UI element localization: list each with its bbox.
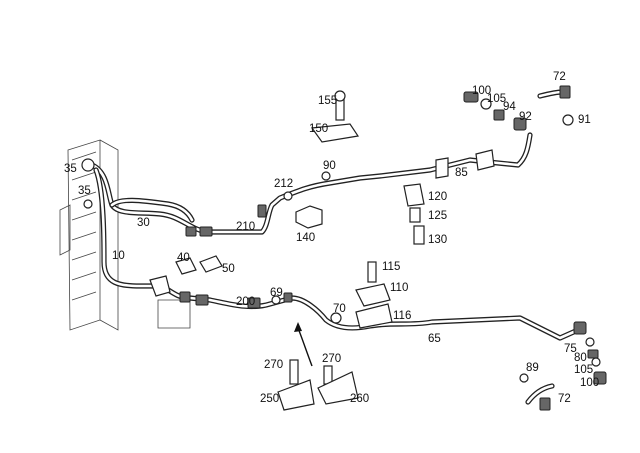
callout-40: 40: [177, 252, 190, 264]
callout-35-mid: 35: [78, 185, 91, 197]
callout-72-top: 72: [553, 71, 566, 83]
callout-80: 80: [574, 352, 587, 364]
callout-94: 94: [503, 101, 516, 113]
callout-130: 130: [428, 234, 447, 246]
flow-arrow: [294, 322, 313, 367]
callout-100-lower: 100: [580, 377, 599, 389]
callout-210: 210: [236, 221, 255, 233]
callout-250: 250: [260, 393, 279, 405]
callout-115: 115: [382, 261, 400, 273]
callout-69: 69: [270, 287, 283, 299]
callout-200: 200: [236, 296, 255, 308]
callout-50: 50: [222, 263, 235, 275]
callout-35-top: 35: [64, 163, 77, 175]
callout-270-left: 270: [264, 359, 283, 371]
callout-10: 10: [112, 250, 125, 262]
callout-212: 212: [274, 178, 293, 190]
hose-30: [109, 197, 195, 223]
callout-85: 85: [455, 167, 468, 179]
callout-70: 70: [333, 303, 346, 315]
callout-116: 116: [393, 310, 411, 322]
fittings: [81, 85, 607, 411]
callout-105: 105: [487, 93, 506, 105]
callout-labels: 155 150 100 105 94 92 72 91 90 85 212 12…: [64, 71, 599, 405]
callout-91: 91: [578, 114, 591, 126]
callout-89: 89: [526, 362, 539, 374]
callout-92: 92: [519, 111, 532, 123]
callout-90: 90: [323, 160, 336, 172]
callout-120: 120: [428, 191, 447, 203]
callout-105-lower: 105: [574, 364, 593, 376]
callout-260: 260: [350, 393, 369, 405]
callout-65: 65: [428, 333, 441, 345]
callout-75: 75: [564, 343, 577, 355]
callout-125: 125: [428, 210, 447, 222]
callout-100: 100: [472, 85, 491, 97]
callout-155: 155: [318, 95, 337, 107]
pipe-72-upper: [537, 89, 565, 99]
callout-72-bottom: 72: [558, 393, 571, 405]
callout-150: 150: [309, 123, 328, 135]
callout-110: 110: [390, 282, 408, 294]
callout-30: 30: [137, 217, 150, 229]
callout-140: 140: [296, 232, 315, 244]
brackets: [149, 90, 495, 411]
radiator-outline: [59, 139, 191, 331]
pipe-72-lower: [525, 383, 555, 405]
callout-270-right: 270: [322, 353, 341, 365]
